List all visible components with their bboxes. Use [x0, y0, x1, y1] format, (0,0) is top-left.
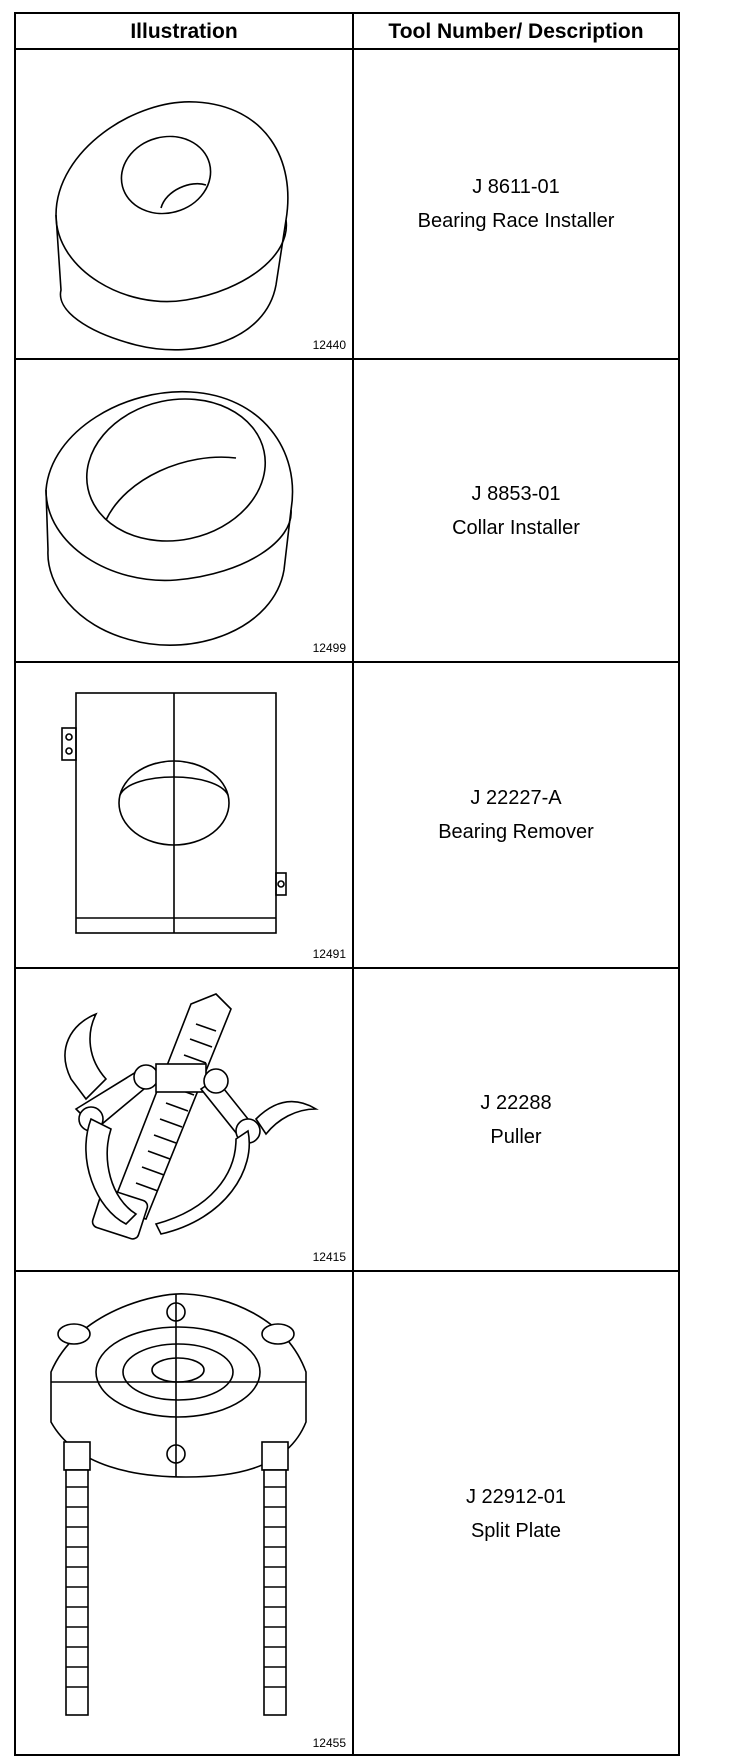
figure-number: 12499 — [312, 641, 346, 655]
tool-number: J 22288 — [480, 1091, 552, 1114]
illustration-cell: 12440 — [16, 50, 354, 358]
illustration-cell: 12455 — [16, 1272, 354, 1756]
tool-table: Illustration Tool Number/ Description 12… — [14, 12, 680, 1756]
description-column-header: Tool Number/ Description — [388, 20, 644, 43]
tool-number: J 22227-A — [470, 787, 562, 809]
description-cell: J 22288 Puller — [354, 969, 678, 1270]
table-header-row: Illustration Tool Number/ Description — [16, 14, 678, 50]
table-row: 12440 J 8611-01 Bearing Race Installer — [16, 50, 678, 360]
tool-number: J 22912-01 — [465, 1486, 567, 1508]
description-cell: J 8611-01 Bearing Race Installer — [354, 50, 678, 358]
illustration-cell: 12499 — [16, 360, 354, 661]
table-row: 12415 J 22288 Puller — [16, 969, 678, 1272]
split-plate-icon — [16, 1272, 352, 1754]
illustration-cell: 12491 — [16, 663, 354, 967]
illustration-cell: 12415 — [16, 969, 354, 1270]
tool-number: J 8611-01 — [472, 176, 560, 198]
description-cell: J 22912-01 Split Plate — [354, 1272, 678, 1756]
figure-number: 12491 — [312, 947, 346, 961]
table-row: 12491 J 22227-A Bearing Remover — [16, 663, 678, 969]
illustration-column-header: Illustration — [16, 14, 354, 50]
bearing-race-installer-icon — [16, 50, 352, 358]
tool-number: J 8853-01 — [471, 482, 561, 505]
collar-installer-icon — [16, 360, 352, 661]
tool-description: Bearing Race Installer — [417, 210, 615, 232]
figure-number: 12455 — [312, 1736, 346, 1750]
figure-number: 12415 — [312, 1250, 346, 1264]
tool-description: Collar Installer — [452, 516, 580, 539]
table-row: 12499 J 8853-01 Collar Installer — [16, 360, 678, 663]
puller-icon — [16, 969, 352, 1270]
figure-number: 12440 — [312, 338, 346, 352]
tool-description: Split Plate — [470, 1520, 562, 1542]
description-cell: J 22227-A Bearing Remover — [354, 663, 678, 967]
tool-description: Bearing Remover — [438, 821, 594, 843]
description-cell: J 8853-01 Collar Installer — [354, 360, 678, 661]
tool-description: Puller — [490, 1125, 542, 1148]
table-row: 12455 J 22912-01 Split Plate — [16, 1272, 678, 1756]
bearing-remover-icon — [16, 663, 352, 967]
